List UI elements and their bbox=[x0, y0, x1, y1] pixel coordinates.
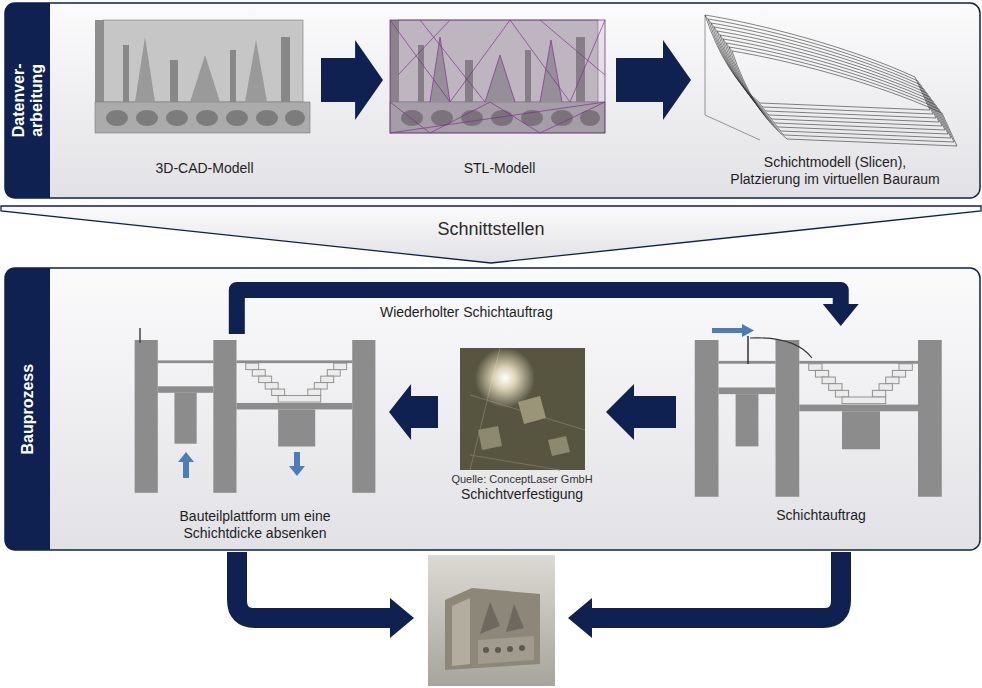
motion-arrows bbox=[178, 452, 194, 462]
panel-ground bbox=[5, 3, 980, 198]
finished-part-photo bbox=[445, 588, 540, 670]
loop-arrow bbox=[237, 290, 859, 334]
laser-photo bbox=[460, 348, 585, 470]
laser-photo bbox=[475, 348, 535, 408]
laser-photo bbox=[460, 348, 585, 470]
result-arrows bbox=[237, 552, 392, 618]
step-label: Schichtmodell (Slicen), Platzierung im v… bbox=[729, 154, 942, 188]
block-arrow bbox=[616, 40, 691, 120]
motion-arrows bbox=[183, 462, 189, 478]
interface-label: Schnittstellen bbox=[0, 219, 982, 240]
band-title: Bauprozess bbox=[18, 359, 36, 459]
interface-chevron: Schnittstellen bbox=[0, 203, 982, 265]
slice-model bbox=[723, 39, 948, 134]
block-arrow bbox=[606, 384, 676, 440]
slice-model bbox=[705, 15, 930, 110]
finished-part-photo bbox=[452, 598, 470, 666]
chevron-outline bbox=[1, 206, 981, 263]
process-step: Schichtmodell (Slicen), Platzierung im v… bbox=[695, 12, 975, 190]
laser-photo bbox=[548, 436, 570, 456]
band-title: Datenver- arbeitung bbox=[9, 50, 46, 150]
finished-part-photo bbox=[519, 645, 525, 651]
edge-label: Wiederholter Schichtauftrag bbox=[380, 304, 553, 320]
stl-mesh bbox=[390, 20, 605, 133]
slice-model bbox=[732, 51, 957, 146]
stl-mesh bbox=[390, 20, 605, 133]
stl-model bbox=[390, 20, 605, 133]
slice-model bbox=[708, 19, 933, 114]
recoater bbox=[742, 324, 754, 337]
laser-photo bbox=[460, 348, 585, 470]
motion-arrows bbox=[294, 452, 300, 466]
step-label: Schichtverfestigung bbox=[442, 486, 602, 503]
cad-model bbox=[95, 20, 310, 133]
finished-part-photo bbox=[428, 555, 555, 686]
slice-model bbox=[705, 15, 957, 146]
flow-arrow bbox=[616, 40, 691, 120]
process-step: 3D-CAD-Modell bbox=[92, 12, 317, 179]
recoater bbox=[712, 324, 812, 364]
platform-lowering-sketch bbox=[135, 340, 376, 493]
slice-model bbox=[711, 23, 936, 118]
panel-tab bbox=[5, 3, 50, 198]
flow-arrow bbox=[389, 384, 438, 440]
result-arrows bbox=[568, 598, 592, 638]
step-label: 3D-CAD-Modell bbox=[105, 160, 305, 177]
flow-arrow bbox=[606, 384, 676, 440]
process-step: Quelle: ConceptLaser GmbHSchichtverfesti… bbox=[442, 345, 602, 505]
finished-part-photo bbox=[480, 602, 500, 634]
process-band: Datenver- arbeitung 3D-CAD-Modell STL-Mode… bbox=[5, 3, 980, 198]
result-arrows bbox=[590, 552, 841, 618]
finished-part-photo bbox=[483, 647, 489, 653]
finished-part-photo bbox=[428, 555, 555, 686]
laser-photo bbox=[470, 348, 585, 470]
slice-model bbox=[714, 27, 939, 122]
block-arrow bbox=[389, 384, 438, 440]
slice-model bbox=[726, 43, 951, 138]
finished-part-photo bbox=[506, 604, 524, 632]
flow-arrow bbox=[321, 40, 383, 120]
process-step: Bauteilplattform um eine Schichtdicke ab… bbox=[125, 336, 385, 544]
slice-model bbox=[720, 35, 945, 130]
finished-part-photo bbox=[495, 647, 501, 653]
recoater bbox=[747, 336, 749, 364]
step-label: STL-Modell bbox=[400, 160, 600, 177]
recoater bbox=[750, 338, 812, 358]
layer-coating-sketch bbox=[695, 340, 942, 497]
process-step: Schichtauftrag bbox=[680, 322, 962, 526]
slice-model bbox=[705, 15, 760, 140]
block-arrow bbox=[321, 40, 383, 120]
loop-line bbox=[237, 290, 841, 334]
step-label: Schichtauftrag bbox=[711, 507, 931, 524]
result-arrows bbox=[390, 598, 414, 638]
recoater bbox=[712, 328, 742, 333]
process-step: STL-Modell bbox=[387, 12, 612, 179]
panel-ground bbox=[5, 268, 980, 550]
stl-mesh bbox=[390, 20, 605, 133]
step-label: Bauteilplattform um eine Schichtdicke ab… bbox=[175, 508, 335, 542]
source-note: Quelle: ConceptLaser GmbH bbox=[442, 473, 602, 486]
slice-model bbox=[729, 47, 954, 142]
motion-arrows bbox=[178, 452, 305, 478]
finished-part-photo bbox=[478, 636, 534, 664]
finished-part-photo bbox=[507, 646, 513, 652]
laser-photo bbox=[478, 426, 502, 450]
arrow-head bbox=[823, 304, 859, 326]
recoater-blade bbox=[139, 328, 141, 343]
edge-label-box: Wiederholter Schichtauftrag bbox=[380, 304, 553, 320]
slice-model bbox=[717, 31, 942, 126]
motion-arrows bbox=[289, 466, 305, 476]
panel-tab bbox=[5, 268, 50, 550]
